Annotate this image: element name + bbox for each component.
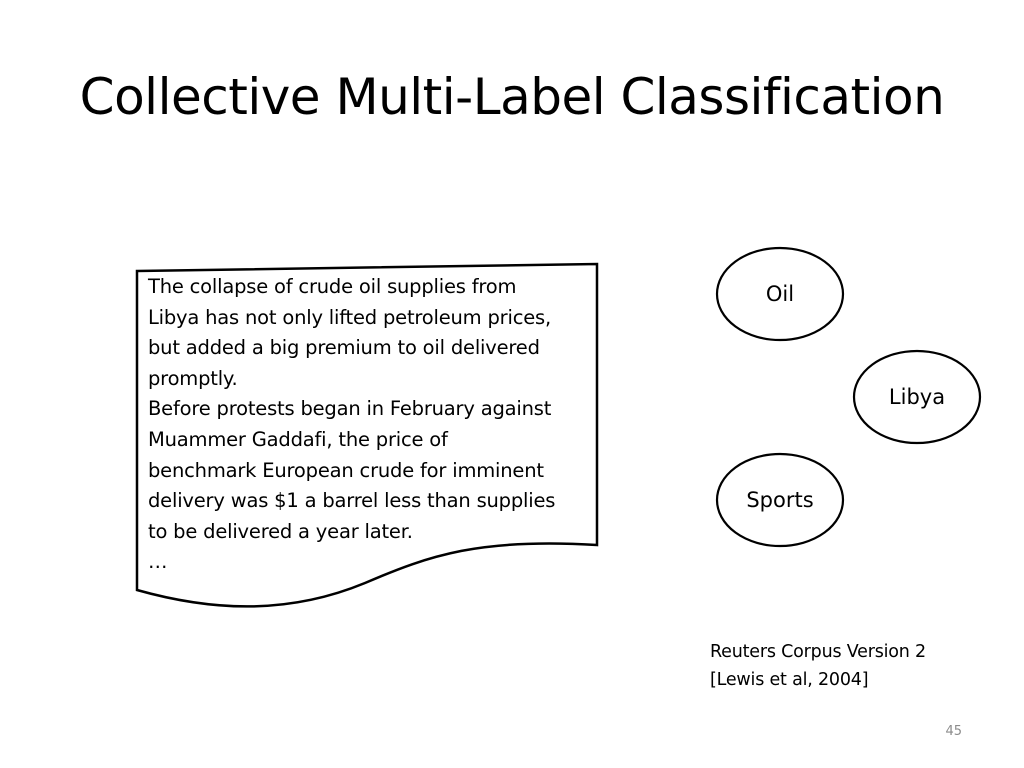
label-node-sports-ellipse	[715, 452, 845, 548]
page-number: 45	[945, 724, 962, 739]
document-line: Muammer Gaddafi, the price of	[148, 427, 448, 451]
document-text: The collapse of crude oil supplies from …	[148, 272, 593, 578]
document-line: …	[148, 550, 168, 574]
document-line: to be delivered a year later.	[148, 519, 413, 543]
document-line: Libya has not only lifted petroleum pric…	[148, 305, 551, 329]
label-node-sports: Sports	[746, 488, 814, 512]
document-line: The collapse of crude oil supplies from	[148, 275, 517, 298]
document-line: promptly.	[148, 366, 238, 390]
citation-reference: [Lewis et al, 2004]	[710, 670, 869, 690]
label-node-oil-ellipse	[715, 246, 845, 342]
label-node-oil: Oil	[765, 282, 795, 306]
label-node-libya-ellipse	[852, 349, 982, 445]
citation: Reuters Corpus Version 2 [Lewis et al, 2…	[710, 638, 926, 694]
label-node-libya: Libya	[888, 385, 946, 409]
citation-corpus: Reuters Corpus Version 2	[710, 642, 926, 662]
document-line: Before protests began in February agains…	[148, 397, 552, 421]
document-line: delivery was $1 a barrel less than suppl…	[148, 489, 556, 513]
document-line: but added a big premium to oil delivered	[148, 336, 540, 360]
document-outline	[135, 262, 599, 608]
slide-title: Collective Multi-Label Classification	[79, 68, 945, 126]
document-line: benchmark European crude for imminent	[148, 458, 544, 482]
